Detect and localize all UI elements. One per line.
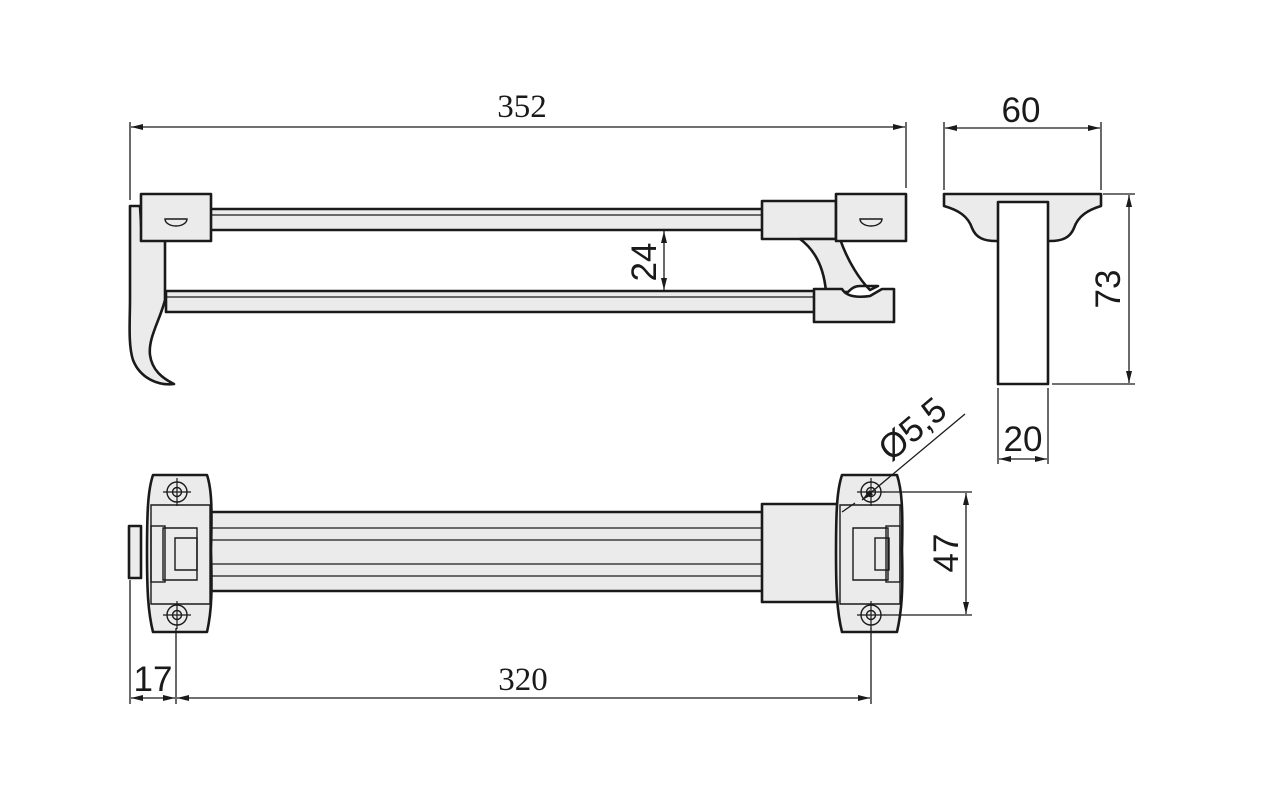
lower-rail <box>164 289 818 314</box>
dimension-320-label: 320 <box>498 662 548 698</box>
end-bar <box>996 200 1050 386</box>
dimension-20-label: 20 <box>1004 420 1043 459</box>
right-mount-hole-bottom <box>857 601 885 629</box>
dimension-24-label: 24 <box>625 243 664 282</box>
side-view <box>128 192 908 386</box>
right-mount-plate <box>834 473 904 634</box>
top-sleeve <box>760 502 842 604</box>
diagonal-strut <box>798 237 880 294</box>
rear-block <box>834 192 908 243</box>
dimension-17-label: 17 <box>134 660 173 699</box>
left-mount-hole-top <box>163 478 191 506</box>
dimension-47-label: 47 <box>927 534 966 573</box>
dimension-17: 17 <box>129 580 177 704</box>
dimension-60-label: 60 <box>1002 91 1041 130</box>
dimension-73: 73 <box>1052 193 1135 385</box>
dimension-73-label: 73 <box>1089 270 1128 309</box>
top-view <box>127 473 904 634</box>
lower-end-cap <box>812 287 896 324</box>
dimension-320: 320 <box>177 628 872 704</box>
end-view <box>942 192 1103 386</box>
left-mount-hole-bottom <box>163 601 191 629</box>
rear-block-hole <box>859 218 883 227</box>
dimension-20: 20 <box>997 388 1049 464</box>
dimension-352: 352 <box>129 89 907 200</box>
dimension-352-label: 352 <box>497 89 547 125</box>
front-block <box>139 192 213 243</box>
dimension-diameter-label: Ø5,5 <box>871 390 954 469</box>
top-rail <box>203 510 767 593</box>
dimension-24: 24 <box>625 231 667 290</box>
left-mount-plate <box>145 473 213 634</box>
dimension-60: 60 <box>943 91 1102 190</box>
front-tab <box>127 524 143 580</box>
upper-rail <box>208 207 768 232</box>
front-block-hole <box>164 218 188 227</box>
slider-sleeve <box>760 199 838 241</box>
dimension-47: 47 <box>884 491 972 616</box>
hook-arm <box>128 204 176 386</box>
